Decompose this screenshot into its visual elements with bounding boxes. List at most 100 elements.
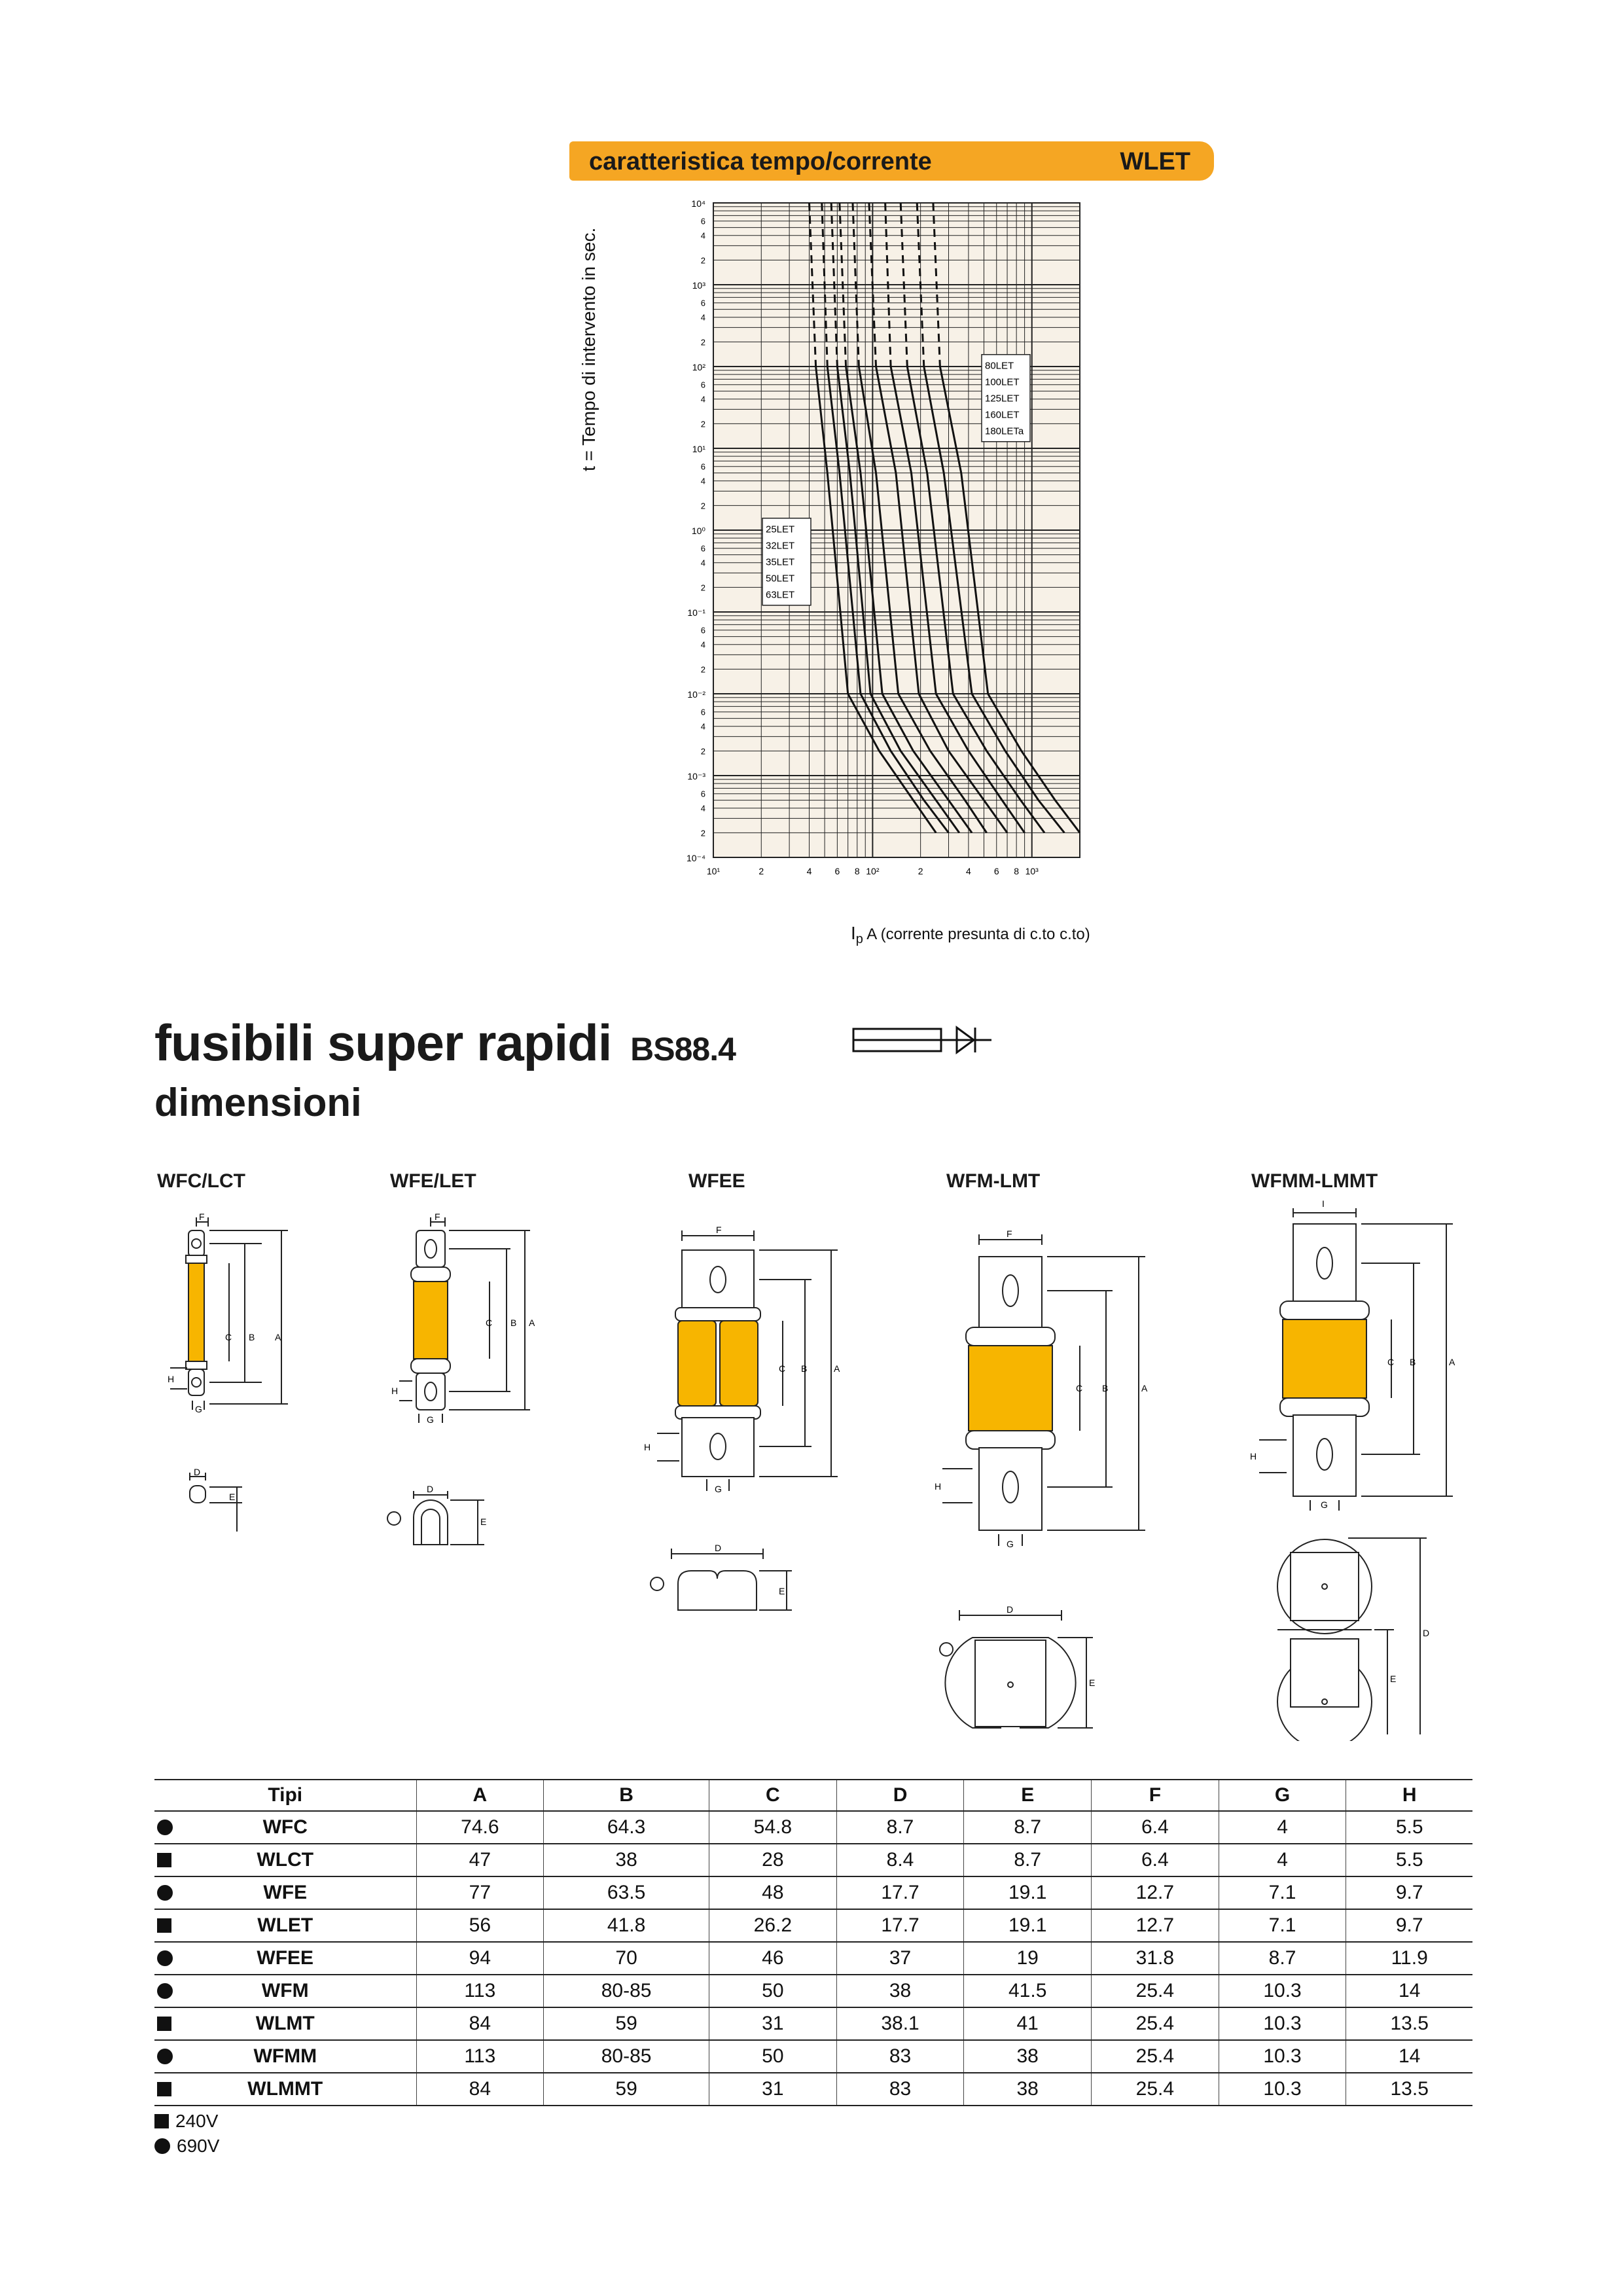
table-cell: 19	[963, 1942, 1092, 1975]
curve-125LET-dashed	[899, 202, 908, 367]
y-minor-tick-label: 4	[701, 558, 705, 568]
x-tick-label: 6	[834, 866, 840, 876]
x-tick-label: 10²	[866, 866, 880, 876]
table-cell: 25.4	[1091, 1975, 1219, 2008]
legend-entry: 32LET	[766, 541, 794, 552]
dim-letter-d: D	[1423, 1628, 1429, 1638]
dim-letter-d: D	[194, 1467, 200, 1477]
legend-item-690v: 690V	[154, 2134, 219, 2159]
row-type-name: WFM	[261, 1980, 309, 2001]
x-tick-label: 8	[1014, 866, 1019, 876]
table-cell: 12.7	[1091, 1909, 1219, 1943]
title-text: fusibili super rapidi	[154, 1014, 612, 1071]
table-cell: 10.3	[1218, 2040, 1346, 2073]
curve-63LET-dashed	[851, 202, 860, 367]
y-minor-tick-label: 2	[701, 419, 705, 429]
table-cell: 6.4	[1091, 1844, 1219, 1877]
x-axis-label: Ip A (corrente presunta di c.to c.to)	[851, 923, 1090, 947]
row-type: WLMMT	[154, 2073, 416, 2106]
drawing-wfm-lmt: C B A F H G D E	[935, 1229, 1148, 1729]
y-axis-label-wrap: t = Tempo di intervento in sec.	[554, 209, 599, 471]
dim-letter-f: F	[435, 1211, 440, 1222]
legend-box-right	[981, 353, 1031, 442]
table-cell: 84	[416, 2073, 544, 2106]
row-type: WFEE	[154, 1942, 416, 1975]
dim-letter-h: H	[1250, 1451, 1257, 1462]
dim-letter-h: H	[391, 1386, 398, 1396]
y-tick-label: 10⁰	[692, 526, 706, 536]
x-tick-label: 2	[918, 866, 923, 876]
table-cell: 59	[543, 2007, 709, 2041]
curve-160LET	[923, 366, 1065, 834]
dim-letter-d: D	[1007, 1604, 1013, 1615]
model-label-wfmm-lmmt: WFMM-LMMT	[1251, 1170, 1378, 1192]
y-minor-tick-label: 2	[701, 664, 705, 674]
table-cell: 46	[709, 1942, 837, 1975]
table-cell: 31	[709, 2007, 837, 2041]
square-marker-icon	[154, 2114, 169, 2128]
dim-letter-c: C	[486, 1318, 492, 1328]
dim-letter-a: A	[529, 1318, 535, 1328]
dim-letter-f: F	[716, 1225, 722, 1235]
y-minor-tick-label: 4	[701, 640, 705, 650]
drawing-wfmm-lmmt: C B A I H G D E	[1250, 1198, 1455, 1741]
table-cell: 26.2	[709, 1909, 837, 1943]
curve-80LET	[875, 366, 1008, 834]
table-cell: 54.8	[709, 1811, 837, 1844]
col-header-b: B	[543, 1779, 709, 1812]
curve-100LET	[889, 366, 1026, 834]
dim-letter-b: B	[801, 1363, 807, 1374]
table-cell: 31	[709, 2073, 837, 2106]
dim-letter-e: E	[229, 1492, 235, 1502]
dim-letter-c: C	[1387, 1357, 1394, 1367]
dot-marker-icon	[154, 2138, 170, 2154]
table-cell: 7.1	[1218, 1876, 1346, 1910]
x-tick-label: 10¹	[707, 866, 721, 876]
dim-letter-a: A	[275, 1332, 281, 1342]
y-tick-label: 10³	[692, 280, 706, 291]
table-header-row: Tipi A B C D E F G H	[154, 1779, 1472, 1812]
y-minor-tick-label: 4	[701, 231, 705, 241]
dot-marker-icon	[157, 1820, 173, 1835]
col-header-g: G	[1218, 1779, 1346, 1812]
table-cell: 38	[963, 2073, 1092, 2106]
legend-entry: 80LET	[985, 361, 1014, 372]
square-marker-icon	[157, 2017, 171, 2031]
page-title: fusibili super rapidi BS88.4	[154, 1013, 736, 1073]
table-cell: 4	[1218, 1844, 1346, 1877]
table-cell: 59	[543, 2073, 709, 2106]
table-cell: 17.7	[836, 1876, 964, 1910]
dim-letter-c: C	[225, 1332, 232, 1342]
row-type-name: WFEE	[257, 1947, 314, 1969]
dim-letter-h: H	[168, 1374, 174, 1384]
y-minor-tick-label: 4	[701, 476, 705, 486]
dim-letter-e: E	[480, 1516, 486, 1527]
table-cell: 13.5	[1346, 2073, 1472, 2106]
square-marker-icon	[157, 1918, 171, 1933]
table-cell: 38	[543, 1844, 709, 1877]
row-type-name: WFE	[263, 1882, 308, 1903]
table-cell: 11.9	[1346, 1942, 1472, 1975]
dim-letter-b: B	[249, 1332, 255, 1342]
row-type-name: WLMT	[255, 2013, 315, 2034]
y-minor-tick-label: 2	[701, 255, 705, 265]
dim-letter-h: H	[935, 1481, 941, 1492]
table-cell: 83	[836, 2073, 964, 2106]
dim-letter-i: I	[1322, 1198, 1325, 1209]
dim-letter-f: F	[1007, 1229, 1012, 1239]
table-cell: 25.4	[1091, 2073, 1219, 2106]
curve-160LET-dashed	[916, 202, 925, 367]
table-cell: 113	[416, 1975, 544, 2008]
x-axis-text: A (corrente presunta di c.to c.to)	[866, 925, 1090, 943]
x-tick-label: 2	[758, 866, 764, 876]
table-cell: 83	[836, 2040, 964, 2073]
model-label-wfm-lmt: WFM-LMT	[946, 1170, 1041, 1192]
legend-entry: 125LET	[985, 393, 1020, 404]
table-cell: 19.1	[963, 1909, 1092, 1943]
dim-letter-e: E	[1089, 1677, 1095, 1688]
dim-letter-b: B	[1102, 1383, 1108, 1393]
curve-180LETa	[938, 366, 1081, 834]
table-cell: 8.7	[963, 1811, 1092, 1844]
